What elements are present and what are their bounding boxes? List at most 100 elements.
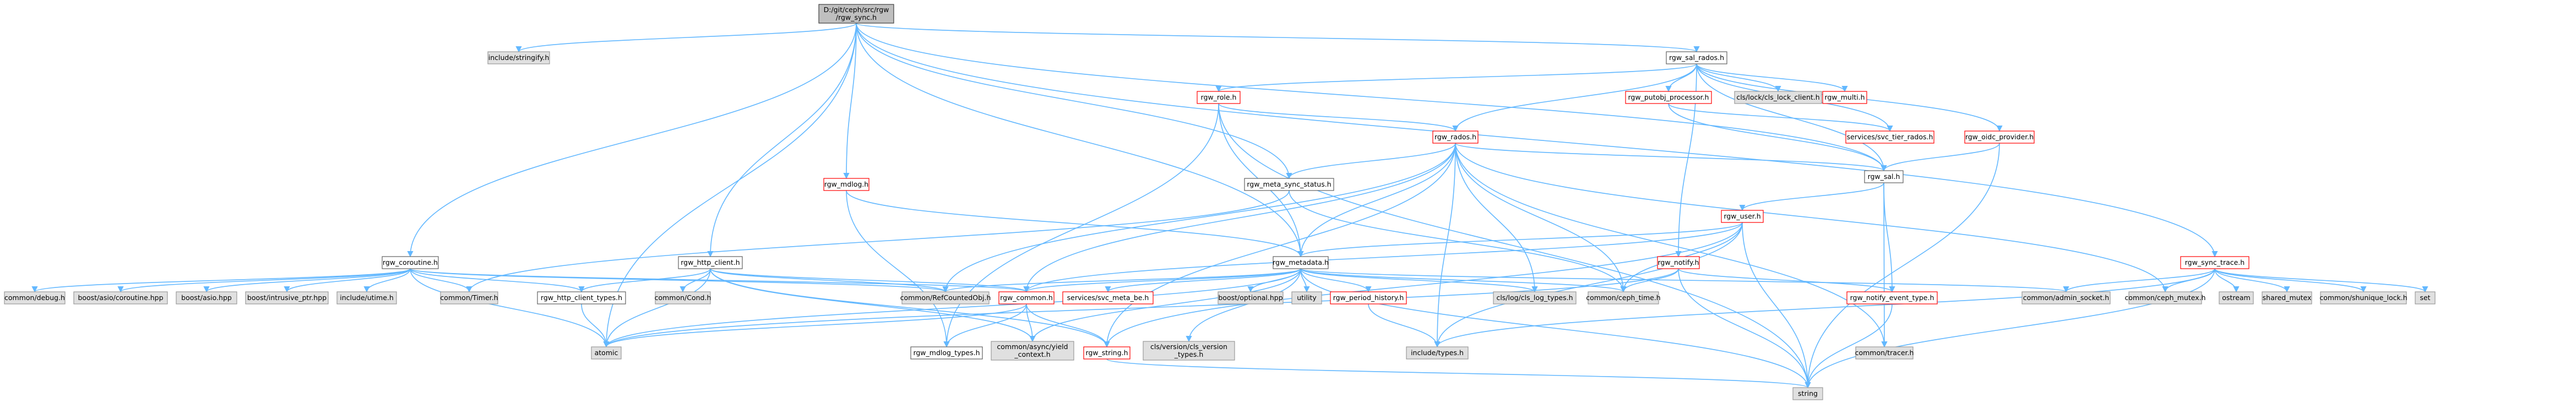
- edge-n4-n17: [846, 190, 1304, 258]
- node-label: rgw_mdlog_types.h: [913, 349, 980, 357]
- node-rgw-coroutine-h[interactable]: rgw_coroutine.h: [382, 256, 439, 269]
- node-box: [1721, 210, 1764, 223]
- node-rgw-role-h[interactable]: rgw_role.h: [1197, 91, 1241, 104]
- edge-n18-n23: [2063, 268, 2215, 293]
- edge-n0-n14: [856, 23, 1887, 172]
- node-box: [991, 341, 1074, 361]
- node-services-svc-meta-be-h[interactable]: services/svc_meta_be.h: [1062, 291, 1154, 304]
- node-rgw-meta-sync-status-h[interactable]: rgw_meta_sync_status.h: [1244, 178, 1334, 191]
- node-rgw-putobj-processor-h[interactable]: rgw_putobj_processor.h: [1625, 91, 1712, 104]
- node-label: rgw_user.h: [1724, 212, 1760, 220]
- node-label: boost/asio/coroutine.hpp: [78, 293, 163, 302]
- node-common-admin-socket-h: common/admin_socket.h: [2021, 291, 2111, 304]
- node-box: [537, 291, 626, 304]
- node-box: [440, 291, 498, 304]
- node-label: rgw_common.h: [1000, 293, 1053, 302]
- edge-n6-n14: [1696, 63, 1887, 172]
- edge-n45-n49: [1106, 358, 1811, 389]
- edge-n0-n3: [707, 23, 857, 258]
- node-include-stringify-h: include/stringify.h: [487, 51, 550, 64]
- node-rgw-metadata-h[interactable]: rgw_metadata.h: [1273, 256, 1329, 269]
- node-boost-intrusive-ptr-hpp: boost/intrusive_ptr.hpp: [245, 291, 329, 304]
- node-label: ostream: [2222, 293, 2250, 302]
- node-rgw-common-h[interactable]: rgw_common.h: [998, 291, 1055, 304]
- node-rgw-notify-event-type-h[interactable]: rgw_notify_event_type.h: [1846, 291, 1938, 304]
- node-cls-version-cls-version-types-h: cls/version/cls_version_types.h: [1143, 341, 1235, 361]
- node-box: [910, 346, 983, 360]
- edge-n2-n29: [31, 268, 411, 293]
- edge-n41-n47: [1368, 303, 1441, 348]
- node-rgw-sal-h[interactable]: rgw_sal.h: [1864, 170, 1904, 183]
- node-boost-asio-coroutine-hpp: boost/asio/coroutine.hpp: [73, 291, 168, 304]
- node-box: [901, 291, 990, 304]
- node-rgw-string-h[interactable]: rgw_string.h: [1083, 346, 1131, 360]
- node-rgw-period-history-h[interactable]: rgw_period_history.h: [1330, 291, 1407, 304]
- node-rgw-user-h[interactable]: rgw_user.h: [1721, 210, 1764, 223]
- node-box: [2219, 291, 2254, 304]
- node-label: cls/lock/cls_lock_client.h: [1736, 93, 1819, 101]
- node-rgw-rados-h[interactable]: rgw_rados.h: [1432, 130, 1479, 144]
- edge-n37-n44: [1026, 303, 1036, 342]
- edge-n8-n47: [1434, 143, 1456, 348]
- node-label: rgw_role.h: [1201, 93, 1237, 101]
- node-box: [176, 291, 237, 304]
- node-box: [2262, 291, 2312, 304]
- edge-n4-n43: [846, 190, 950, 348]
- node-box: [2180, 256, 2249, 269]
- node-label: common/Timer.h: [440, 293, 498, 302]
- edge-n17-n19: [942, 268, 1301, 293]
- node-box: [1143, 341, 1235, 361]
- edge-n3-n35: [578, 268, 711, 293]
- node-box: [2128, 291, 2202, 304]
- node-rgw-mdlog-h[interactable]: rgw_mdlog.h: [823, 178, 869, 191]
- node-box: [1864, 170, 1904, 183]
- node-rgw-sync-trace-h[interactable]: rgw_sync_trace.h: [2180, 256, 2249, 269]
- edge-n17-n42: [603, 268, 1301, 348]
- node-rgw-multi-h[interactable]: rgw_multi.h: [1822, 91, 1867, 104]
- edge-n17-n20: [1300, 268, 1627, 293]
- node-rgw-notify-h[interactable]: rgw_notify.h: [1657, 256, 1700, 269]
- node-label: services/svc_meta_be.h: [1067, 293, 1149, 302]
- edge-n9-n14: [1668, 103, 1887, 172]
- node-rgw-mdlog-types-h[interactable]: rgw_mdlog_types.h: [910, 346, 983, 360]
- node-label: string: [1798, 389, 1818, 398]
- node-label: common/Cond.h: [655, 293, 711, 302]
- edge-n0-n17: [856, 23, 1304, 258]
- node-box: [823, 178, 869, 191]
- node-label: cls/version/cls_version: [1150, 342, 1227, 351]
- node-box: [1493, 291, 1577, 304]
- node-box: [1792, 387, 1823, 400]
- edge-n2-n34: [410, 268, 472, 293]
- node-common-async-yield-context-h: common/async/yield_context.h: [991, 341, 1074, 361]
- node-rgw-sal-rados-h[interactable]: rgw_sal_rados.h: [1666, 51, 1727, 64]
- node-boost-asio-hpp: boost/asio.hpp: [176, 291, 237, 304]
- edge-n2-n32: [284, 268, 411, 293]
- node-label: include/stringify.h: [488, 53, 550, 62]
- edge-n3-n36: [680, 268, 711, 293]
- node-label: rgw_multi.h: [1824, 93, 1865, 101]
- edge-n8-n20: [1455, 143, 1627, 293]
- edge-n18-n28: [2214, 268, 2428, 293]
- edge-n2-n30: [117, 268, 411, 293]
- node-label: common/shunique_lock.h: [2319, 293, 2407, 302]
- edge-n22-n49: [1805, 303, 1893, 389]
- node-box: [2415, 291, 2436, 304]
- node-set: set: [2415, 291, 2436, 304]
- node-box: [1083, 346, 1131, 360]
- node-services-svc-tier-rados-h[interactable]: services/svc_tier_rados.h: [1845, 130, 1934, 144]
- node-label: rgw_coroutine.h: [383, 258, 438, 266]
- node-label: common/RefCountedObj.h: [900, 293, 991, 302]
- node-rgw-oidc-provider-h[interactable]: rgw_oidc_provider.h: [1964, 130, 2035, 144]
- node-label: _context.h: [1014, 350, 1050, 358]
- node-rgw-http-client-types-h[interactable]: rgw_http_client_types.h: [537, 291, 626, 304]
- edge-n6-n10: [1696, 63, 1781, 93]
- node-d-git-ceph-src-rgw-rgw-sync-h[interactable]: D:/git/ceph/src/rgw/rgw_sync.h: [818, 4, 894, 24]
- node-box: [655, 291, 711, 304]
- edge-n3-n37: [710, 268, 1030, 293]
- node-rgw-http-client-h[interactable]: rgw_http_client.h: [678, 256, 743, 269]
- edge-n8-n24: [1455, 143, 2169, 293]
- edge-n6-n9: [1665, 63, 1697, 93]
- node-label: rgw_putobj_processor.h: [1628, 93, 1709, 101]
- node-label: include/utime.h: [340, 293, 394, 302]
- node-common-ceph-time-h: common/ceph_time.h: [1586, 291, 1661, 304]
